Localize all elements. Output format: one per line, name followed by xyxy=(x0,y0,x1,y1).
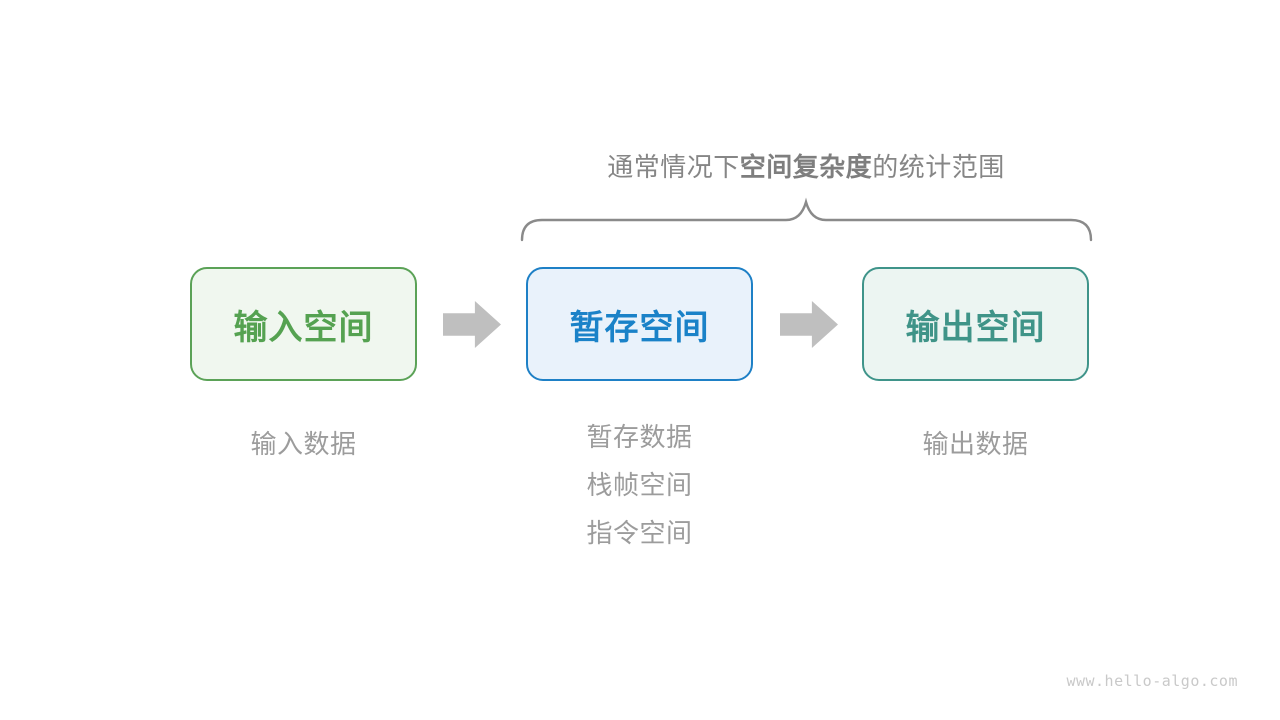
title-suffix: 的统计范围 xyxy=(872,152,1005,182)
box-output-space: 输出空间 xyxy=(862,267,1089,381)
box-temp-space-label: 暂存空间 xyxy=(569,308,710,347)
box-temp-space: 暂存空间 xyxy=(526,267,753,381)
box-input-space: 输入空间 xyxy=(190,267,417,381)
diagram-title: 通常情况下空间复杂度的统计范围 xyxy=(506,147,1106,184)
title-bold-term: 空间复杂度 xyxy=(739,152,873,182)
arrow-right-icon xyxy=(780,301,838,348)
arrow-right-icon xyxy=(443,301,501,348)
stack-frame-space-label: 栈帧空间 xyxy=(586,470,693,500)
output-space-items: 输出数据 xyxy=(862,424,1089,461)
temp-space-items: 暂存数据 栈帧空间 指令空间 xyxy=(526,424,753,568)
instruction-space-label: 指令空间 xyxy=(586,518,693,548)
title-prefix: 通常情况下 xyxy=(607,152,740,182)
scope-brace xyxy=(520,197,1093,242)
input-data-label: 输入数据 xyxy=(250,429,357,459)
scope-brace-path xyxy=(520,197,1093,242)
output-data-label: 输出数据 xyxy=(922,429,1029,459)
temp-data-label: 暂存数据 xyxy=(586,422,693,452)
box-output-space-label: 输出空间 xyxy=(905,308,1046,347)
watermark: www.hello-algo.com xyxy=(1066,672,1238,690)
input-space-items: 输入数据 xyxy=(190,424,417,461)
box-input-space-label: 输入空间 xyxy=(233,308,374,347)
